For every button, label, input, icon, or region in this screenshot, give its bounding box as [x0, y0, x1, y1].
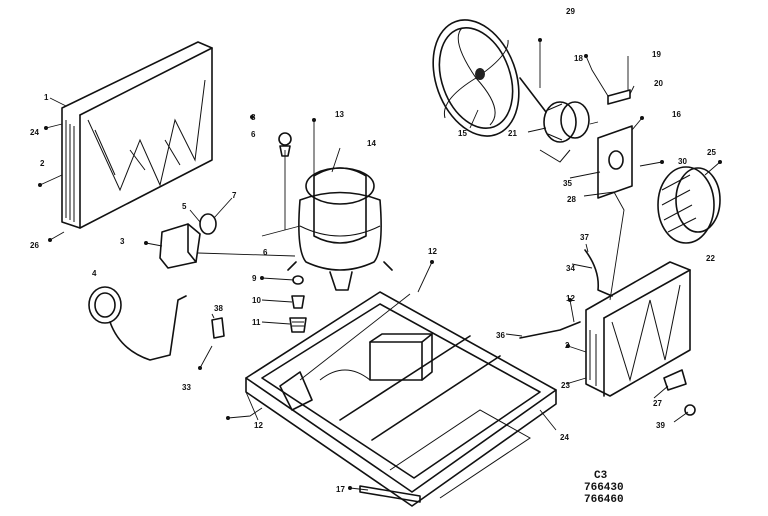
leader-lines [39, 40, 721, 491]
callout-37: 37 [580, 233, 589, 242]
fan-motor [519, 77, 590, 163]
drain-line [519, 321, 581, 339]
fasteners [38, 38, 722, 490]
drawing-code: C3 766430 766460 [584, 470, 624, 506]
fan-blade [432, 19, 520, 137]
callout-26-left: 26 [30, 241, 39, 250]
base-pan [245, 291, 557, 507]
callout-15: 15 [458, 129, 467, 138]
callout-30: 30 [678, 157, 687, 166]
tube-37 [584, 249, 613, 297]
callout-14: 14 [367, 139, 376, 148]
callout-8-top: 8 [251, 113, 256, 122]
compressor-mounts [278, 132, 307, 333]
callout-33: 33 [182, 383, 191, 392]
drawing-code-line-1: C3 [594, 470, 608, 482]
callout-20: 20 [654, 79, 663, 88]
clip-39 [684, 404, 696, 416]
callout-13: 13 [335, 110, 344, 119]
callout-2-left: 2 [40, 159, 45, 168]
condenser-coil [61, 41, 213, 229]
callout-labels: 24 1 2 26 3 4 5 6 7 8 6 13 14 9 10 11 38… [30, 7, 716, 494]
callout-3: 3 [120, 237, 125, 246]
callout-29: 29 [566, 7, 575, 16]
fitting-38 [211, 317, 225, 339]
drawing-code-line-2: 766430 [584, 482, 624, 494]
callout-6: 6 [263, 248, 268, 257]
callout-2-right: 2 [565, 341, 570, 350]
callout-12-left: 12 [254, 421, 263, 430]
callout-17: 17 [336, 485, 345, 494]
callout-12-right: 12 [566, 294, 575, 303]
callout-1-left: 1 [44, 93, 49, 102]
compressor [287, 167, 393, 291]
capillary-tube [88, 286, 187, 361]
bushing-27 [663, 369, 687, 391]
callout-28: 28 [567, 195, 576, 204]
evaporator-coil [585, 261, 691, 397]
callout-12-mid: 12 [428, 247, 437, 256]
blower-wheel [657, 166, 721, 244]
motor-bracket [597, 89, 633, 199]
terminal-box [159, 213, 217, 269]
callout-39: 39 [656, 421, 665, 430]
callout-7: 7 [232, 191, 237, 200]
callout-21: 21 [508, 129, 517, 138]
callout-5: 5 [182, 202, 187, 211]
callout-19: 19 [652, 50, 661, 59]
callout-34: 34 [566, 264, 575, 273]
callout-11: 11 [252, 318, 261, 327]
callout-27: 27 [653, 399, 662, 408]
callout-9: 9 [252, 274, 257, 283]
callout-36: 36 [496, 331, 505, 340]
callout-10: 10 [252, 296, 261, 305]
callout-22: 22 [706, 254, 715, 263]
callout-38: 38 [214, 304, 223, 313]
callout-24-left: 24 [30, 128, 39, 137]
callout-35: 35 [563, 179, 572, 188]
callout-16: 16 [672, 110, 681, 119]
callout-18: 18 [574, 54, 583, 63]
callout-23: 23 [561, 381, 570, 390]
drawing-code-line-3: 766460 [584, 494, 624, 506]
callout-4: 4 [92, 269, 97, 278]
callout-6-top: 6 [251, 130, 256, 139]
callout-25: 25 [707, 148, 716, 157]
callout-24-right: 24 [560, 433, 569, 442]
